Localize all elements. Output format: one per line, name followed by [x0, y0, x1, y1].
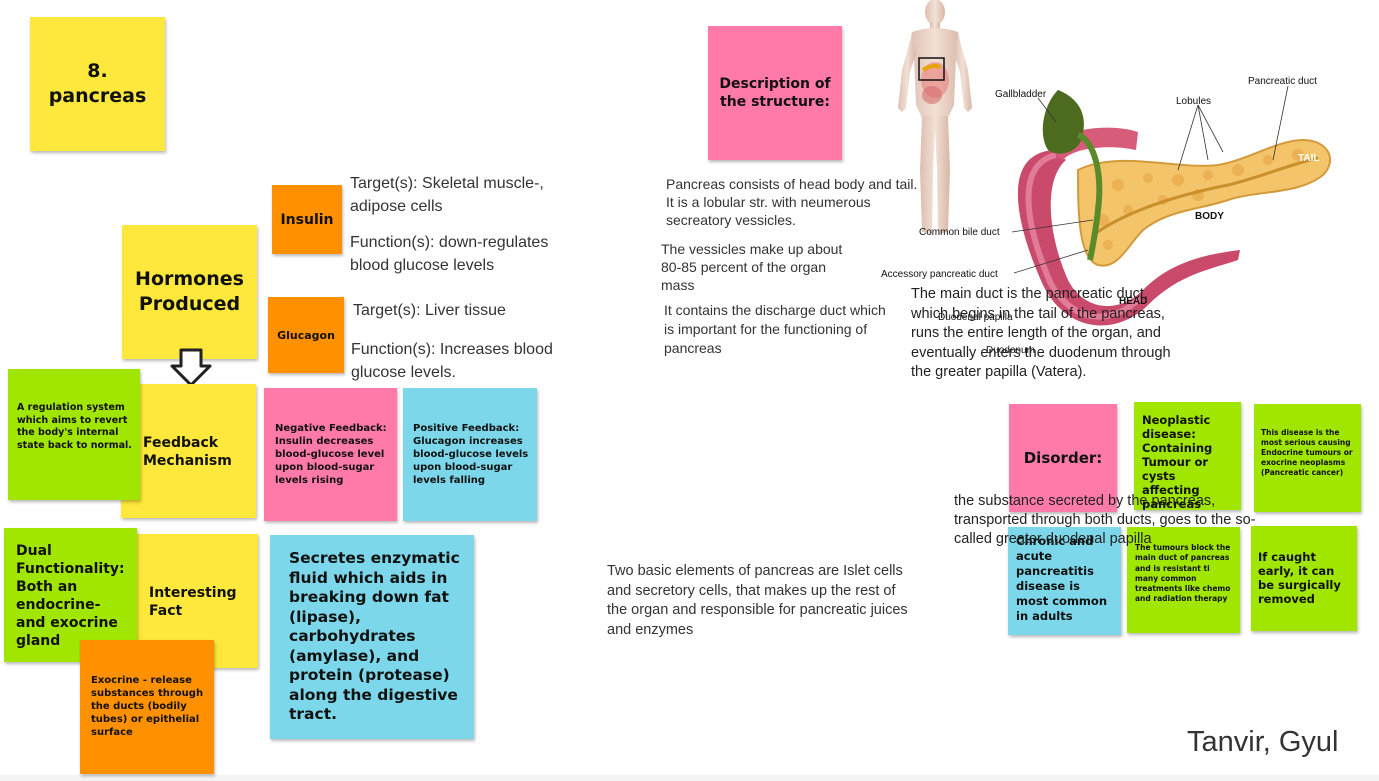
- glucagon-function-text: Function(s): Increases blood glucose lev…: [351, 341, 553, 381]
- human-body-illustration: [898, 0, 972, 234]
- substance-secreted-text: the substance secreted by the pancreas, …: [954, 493, 1256, 547]
- pancreas-diagram: Gallbladder Lobules Pancreatic duct TAIL…: [881, 76, 1332, 356]
- glucagon-note[interactable]: Glucagon: [268, 297, 344, 373]
- head-label: HEAD: [1119, 296, 1147, 307]
- tail-label: TAIL: [1298, 153, 1319, 164]
- dual-functionality-note[interactable]: Dual Functionality: Both an endocrine- a…: [4, 528, 137, 662]
- accessory-duct-label: Accessory pancreatic duct: [881, 269, 998, 280]
- lobules-label: Lobules: [1176, 96, 1211, 107]
- caught-early-note[interactable]: If caught early, it can be surgically re…: [1251, 526, 1357, 631]
- regulation-system-note[interactable]: A regulation system which aims to revert…: [8, 369, 140, 500]
- gallbladder-label: Gallbladder: [995, 89, 1047, 100]
- neoplastic-disease-note[interactable]: Neoplastic disease: Containing Tumour or…: [1134, 402, 1241, 510]
- glucagon-target-text: Target(s): Liver tissue: [353, 302, 506, 319]
- exocrine-note[interactable]: Exocrine - release substances through th…: [80, 640, 214, 774]
- main-duct-text: The main duct is the pancreatic duct, wh…: [911, 286, 1171, 380]
- down-arrow-icon: [170, 348, 212, 387]
- basic-elements-text: Two basic elements of pancreas are Islet…: [607, 563, 908, 638]
- body-label: BODY: [1195, 211, 1224, 222]
- enzymatic-fluid-note[interactable]: Secretes enzymatic fluid which aids in b…: [270, 535, 474, 739]
- pancreatitis-note[interactable]: Chronic and acute pancreatitis disease i…: [1008, 527, 1121, 635]
- positive-feedback-note[interactable]: Positive Feedback: Glucagon increases bl…: [403, 388, 537, 521]
- duodenal-papilla-label: Duodenal papilla: [938, 312, 1013, 323]
- authors-text: Tanvir, Gyul: [1187, 726, 1339, 758]
- hormones-produced-note[interactable]: Hormones Produced: [122, 225, 257, 359]
- insulin-target-text: Target(s): Skeletal muscle-, adipose cel…: [350, 175, 544, 215]
- insulin-function-text: Function(s): down-regulates blood glucos…: [350, 234, 549, 274]
- description-paragraph-3: It contains the discharge duct which is …: [664, 302, 886, 356]
- negative-feedback-note[interactable]: Negative Feedback: Insulin decreases blo…: [264, 388, 397, 521]
- title-note[interactable]: 8. pancreas: [30, 17, 165, 151]
- duodenum-label: Duodenum: [986, 345, 1035, 356]
- description-paragraph-2: The vessicles make up about 80-85 percen…: [661, 241, 843, 293]
- insulin-note[interactable]: Insulin: [272, 185, 342, 254]
- feedback-mechanism-note[interactable]: Feedback Mechanism: [121, 384, 256, 518]
- disorder-note[interactable]: Disorder:: [1009, 404, 1117, 512]
- pancreatic-duct-label: Pancreatic duct: [1248, 76, 1317, 87]
- description-note[interactable]: Description of the structure:: [708, 26, 842, 160]
- tumours-block-note[interactable]: The tumours block the main duct of pancr…: [1127, 527, 1240, 633]
- description-paragraph-1: Pancreas consists of head body and tail.…: [666, 176, 918, 228]
- common-bile-duct-label: Common bile duct: [919, 227, 1000, 238]
- serious-disease-note[interactable]: This disease is the most serious causing…: [1254, 404, 1361, 512]
